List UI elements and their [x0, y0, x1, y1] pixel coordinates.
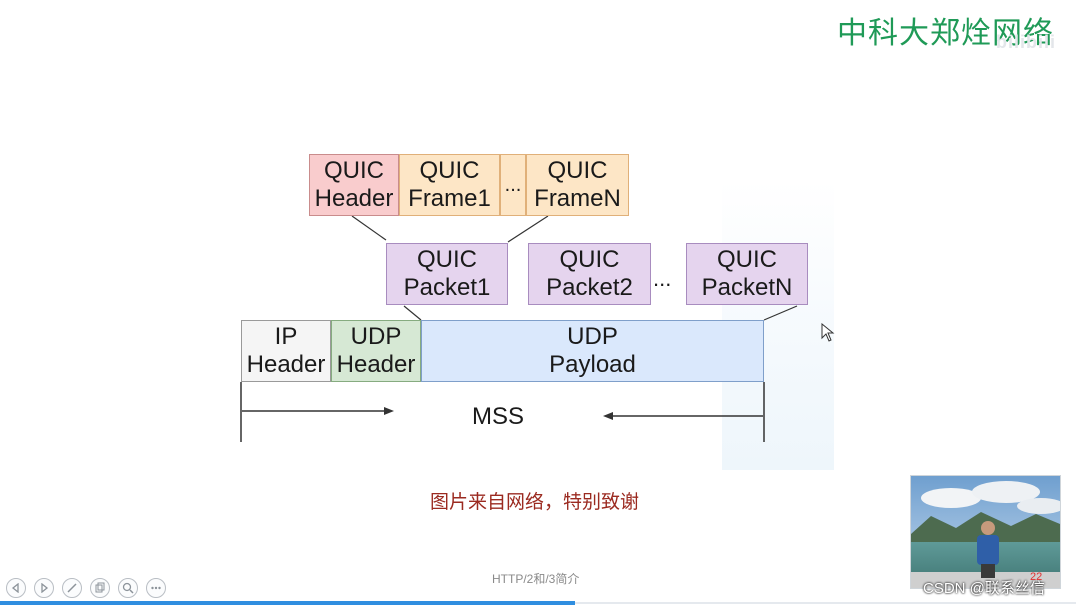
ip-header-box: IP Header [241, 320, 331, 382]
mss-label: MSS [472, 403, 525, 430]
quic-packet1-line1: QUIC [417, 246, 477, 273]
slide-footer-title: HTTP/2和/3简介 [492, 572, 580, 586]
bilibili-watermark: bilibili [996, 32, 1056, 52]
udp-payload-line1: UDP [567, 323, 618, 350]
quic-header-line1: QUIC [324, 157, 384, 184]
udp-payload-box: UDP Payload [421, 320, 764, 382]
udp-header-box: UDP Header [331, 320, 421, 382]
zoom-icon[interactable] [118, 578, 138, 598]
line-header-to-packet1 [351, 215, 387, 241]
line-packet1-to-payload [403, 305, 422, 321]
quic-frameN-line1: QUIC [547, 157, 608, 184]
mss-right-arrowhead [603, 412, 613, 420]
mss-left-arrowhead [384, 407, 394, 415]
slide-controls [6, 578, 166, 598]
prev-icon[interactable] [6, 578, 26, 598]
quic-frameN-box: QUIC FrameN [526, 154, 629, 216]
page-badge: 22 [1030, 571, 1043, 583]
csdn-watermark: CSDN @联系丝信 [923, 580, 1045, 597]
udp-header-line2: Header [336, 351, 416, 378]
quic-frame1-line2: Frame1 [408, 185, 491, 212]
quic-frame-ellipsis-box: ... [500, 154, 526, 216]
packet-ellipsis: ... [653, 266, 672, 291]
more-icon[interactable] [146, 578, 166, 598]
line-frameN-to-packet1 [507, 215, 549, 243]
brand-title: 中科大郑烇网络 [837, 16, 1054, 51]
quic-packetN-line2: PacketN [701, 274, 793, 301]
quic-packet2-line2: Packet2 [546, 274, 633, 301]
quic-frame1-box: QUIC Frame1 [399, 154, 500, 216]
udp-payload-line2: Payload [549, 351, 636, 378]
webcam-image [911, 476, 1060, 588]
quic-packet1-line2: Packet1 [403, 274, 491, 301]
quic-packet2-line1: QUIC [559, 246, 620, 273]
quic-packetN-box: QUIC PacketN [686, 243, 808, 305]
image-credit: 图片来自网络，特别致谢 [430, 491, 640, 513]
line-packetN-to-payload [763, 305, 798, 321]
quic-packetN-line1: QUIC [717, 246, 777, 273]
quic-frame1-line1: QUIC [419, 157, 480, 184]
udp-header-line1: UDP [350, 323, 402, 350]
progress-bar[interactable] [0, 601, 575, 605]
webcam-overlay [910, 475, 1061, 589]
quic-packet1-box: QUIC Packet1 [386, 243, 508, 305]
next-icon[interactable] [34, 578, 54, 598]
quic-packet2-box: QUIC Packet2 [528, 243, 651, 305]
pen-icon[interactable] [62, 578, 82, 598]
quic-header-line2: Header [314, 185, 394, 212]
ip-header-line1: IP [274, 323, 298, 350]
progress-track [575, 602, 1076, 604]
quic-frame-ellipsis: ... [504, 174, 522, 196]
ip-header-line2: Header [246, 351, 326, 378]
copy-icon[interactable] [90, 578, 110, 598]
quic-frameN-line2: FrameN [534, 185, 621, 212]
quic-header-box: QUIC Header [309, 154, 399, 216]
mouse-cursor-icon [821, 323, 835, 342]
